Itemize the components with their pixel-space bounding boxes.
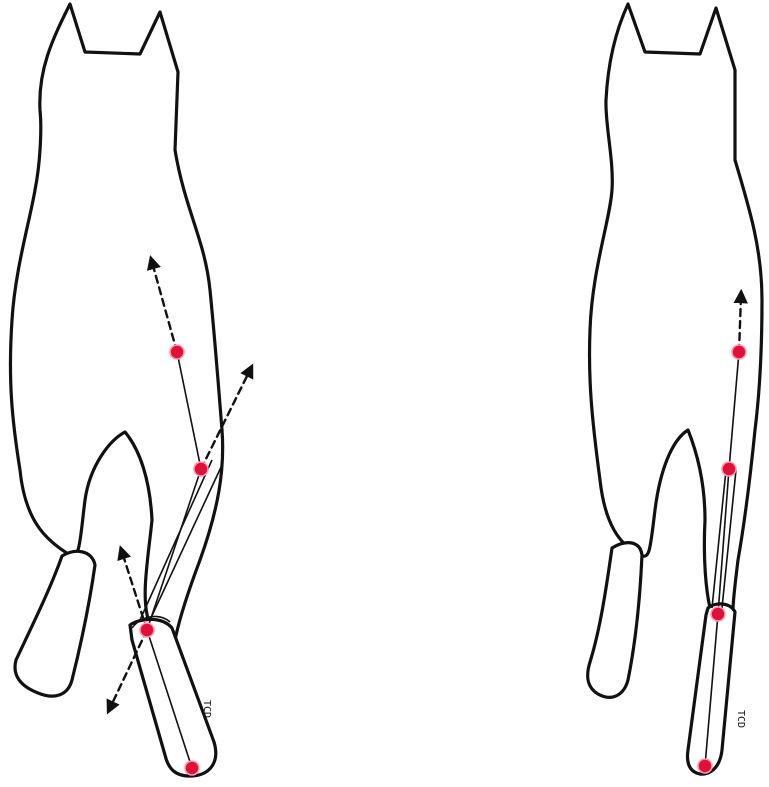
left-tag: TCD [201,700,212,718]
left-arrow-ankle-up [122,552,147,630]
right-marker-toe [698,759,712,773]
left-marker-ankle [140,623,154,637]
right-marker-ankle [711,607,725,621]
right-hind-leg [588,543,642,698]
left-panel: TCD [10,4,250,776]
right-panel: TCD [588,4,762,774]
left-body-outline [10,4,222,640]
left-marker-toe [185,761,199,775]
left-stance-leg [130,619,216,776]
right-marker-hip [732,345,746,359]
right-tag: TCD [735,710,746,728]
right-marker-knee [722,462,736,476]
left-marker-hip [170,345,184,359]
left-hind-leg [15,551,95,696]
right-body-outline [589,4,762,610]
left-marker-knee [194,462,208,476]
